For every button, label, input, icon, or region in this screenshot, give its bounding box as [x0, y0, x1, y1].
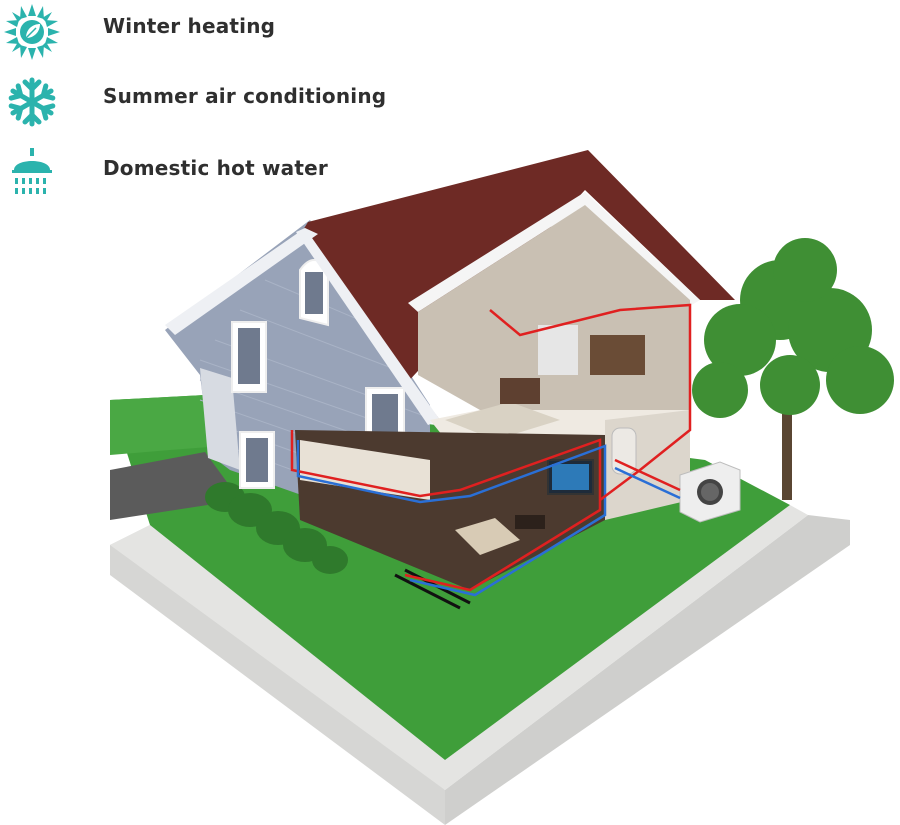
heat-pump-outdoor-unit	[679, 461, 741, 523]
sun-leaf-icon	[2, 2, 62, 62]
roof	[300, 150, 735, 420]
legend-label-domestic-hot-water: Domestic hot water	[103, 156, 328, 180]
snowflake-icon	[2, 72, 62, 132]
hedge	[205, 482, 348, 574]
tree	[692, 238, 894, 500]
sidewalk-front	[445, 515, 850, 825]
legend-item-winter-heating: Winter heating	[0, 2, 420, 62]
legend-label-summer-air-conditioning: Summer air conditioning	[103, 84, 387, 108]
shower-icon	[2, 144, 62, 204]
legend-label-winter-heating: Winter heating	[103, 14, 276, 38]
legend-item-domestic-hot-water: Domestic hot water	[0, 144, 420, 204]
legend-item-summer-air-conditioning: Summer air conditioning	[0, 72, 420, 132]
